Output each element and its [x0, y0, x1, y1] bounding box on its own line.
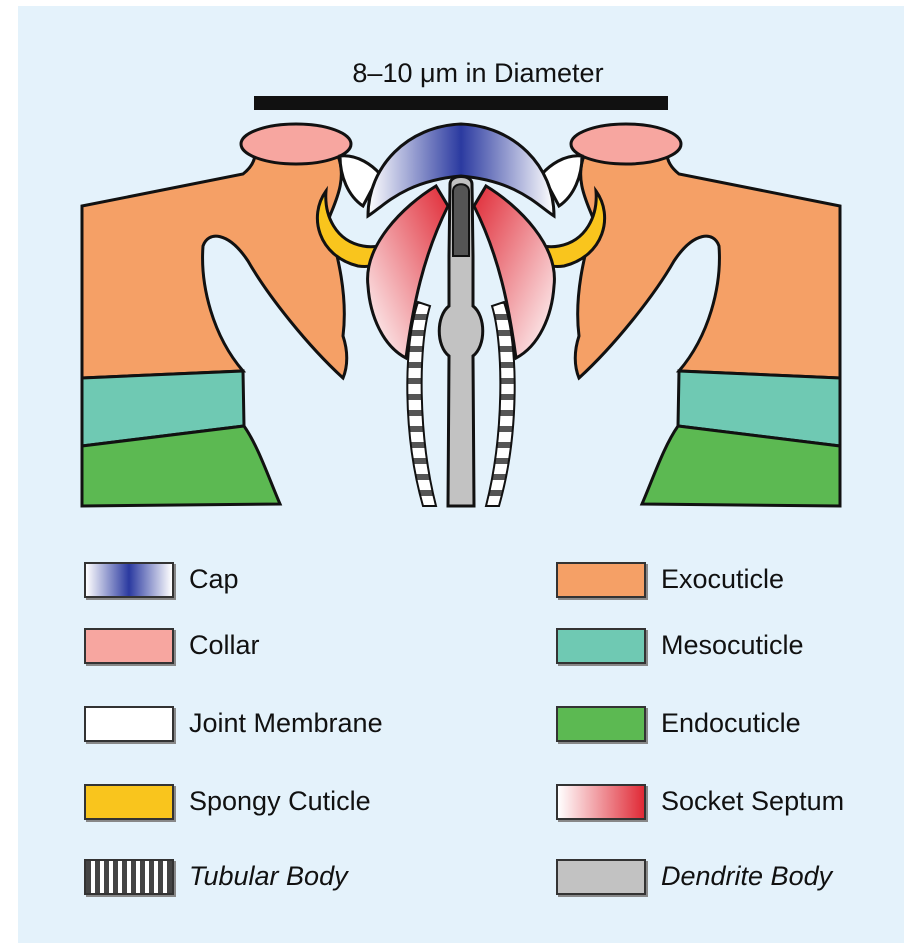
- legend-label: Endocuticle: [661, 708, 801, 739]
- mesocuticle-swatch: [556, 628, 646, 664]
- exocuticle-swatch: [556, 562, 646, 598]
- legend-label: Mesocuticle: [661, 630, 804, 661]
- exocuticle-left: [82, 140, 347, 378]
- legend-label: Tubular Body: [189, 861, 348, 892]
- socket-septum-right: [474, 186, 554, 358]
- scale-bar-label: 8–10 μm in Diameter: [268, 58, 688, 89]
- collar-swatch: [84, 628, 174, 664]
- collar-left: [241, 124, 351, 164]
- exocuticle-right: [575, 140, 840, 378]
- scale-bar: [254, 96, 668, 110]
- tubular-body-left: [407, 302, 436, 506]
- tubular-body-right: [486, 302, 515, 506]
- legend-label: Socket Septum: [661, 786, 844, 817]
- figure-panel: 8–10 μm in Diameter Cap Collar Joint Mem…: [18, 6, 904, 943]
- joint-membrane-swatch: [84, 706, 174, 742]
- dendrite-tip: [453, 184, 469, 256]
- endocuticle-swatch: [556, 706, 646, 742]
- spongy-cuticle-swatch: [84, 784, 174, 820]
- legend-label: Spongy Cuticle: [189, 786, 371, 817]
- cap-swatch: [84, 562, 174, 598]
- legend-label: Joint Membrane: [189, 708, 383, 739]
- socket-septum-swatch: [556, 784, 646, 820]
- legend-label: Exocuticle: [661, 564, 784, 595]
- socket-septum-left: [368, 186, 448, 358]
- legend-label: Cap: [189, 564, 239, 595]
- legend-label: Collar: [189, 630, 260, 661]
- legend-label: Dendrite Body: [661, 861, 832, 892]
- dendrite-body-swatch: [556, 859, 646, 895]
- tubular-body-swatch: [84, 859, 174, 895]
- collar-right: [571, 124, 681, 164]
